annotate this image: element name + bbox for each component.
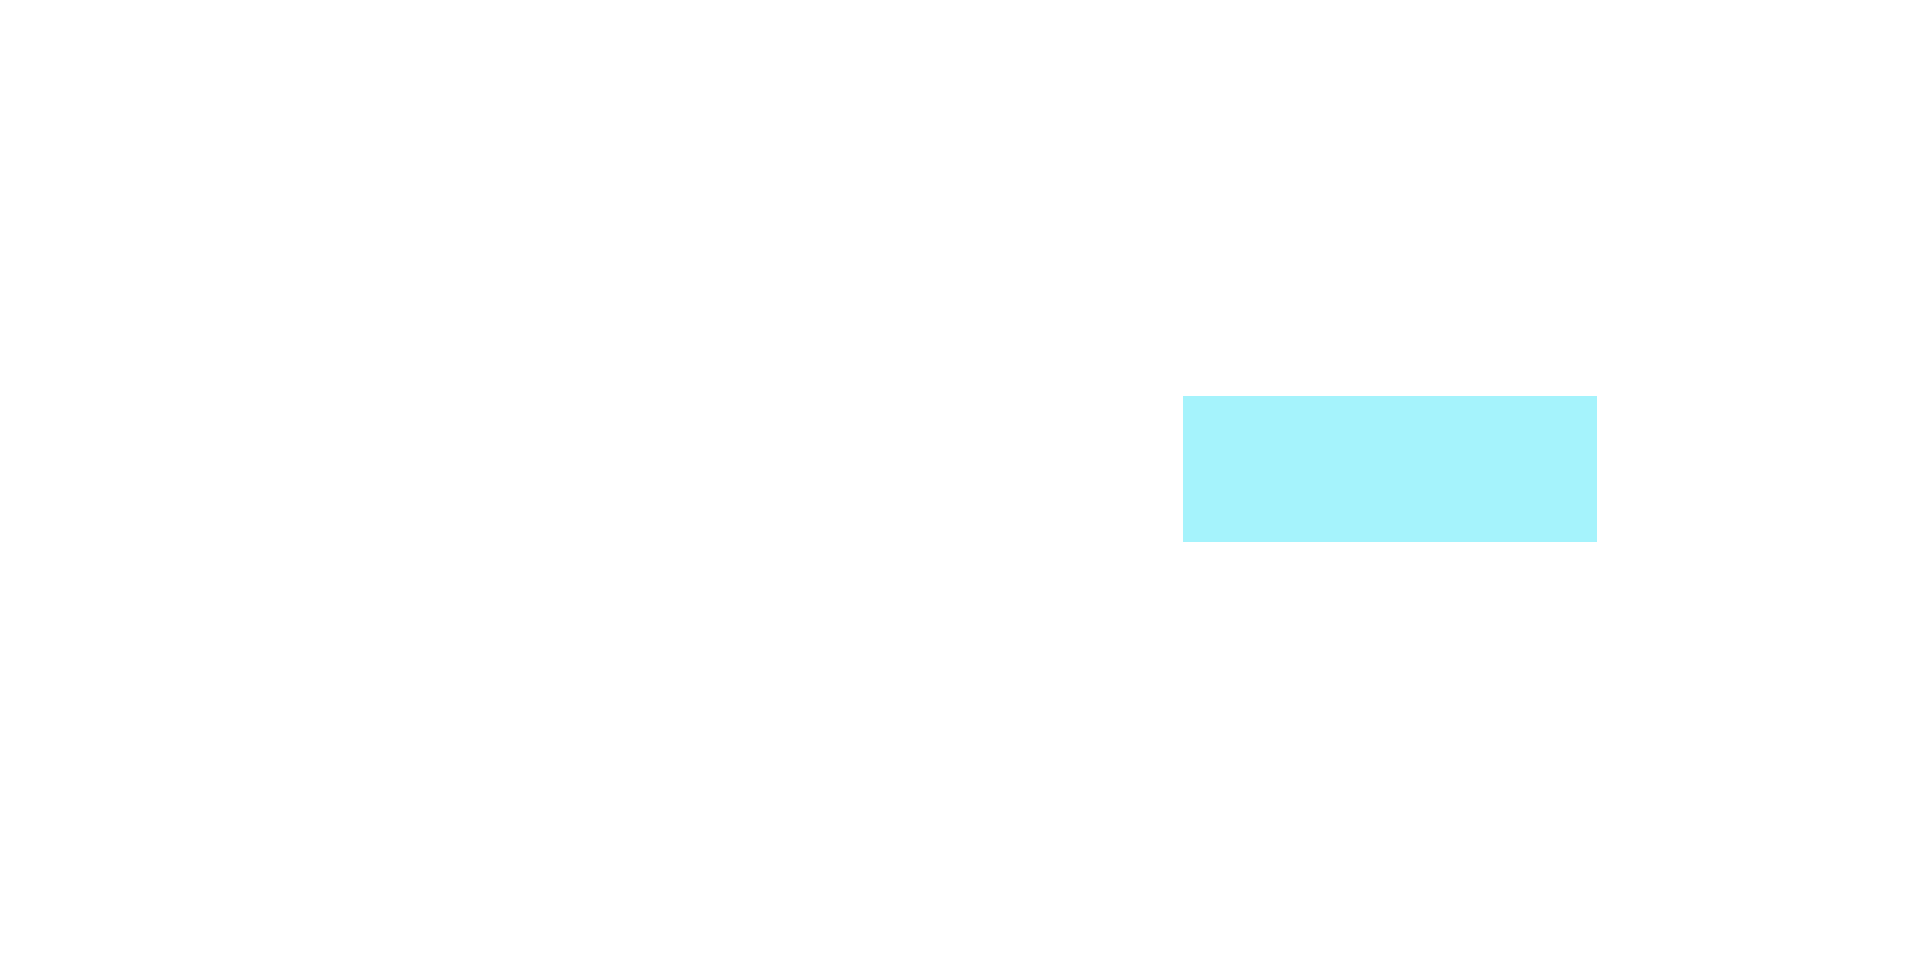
highlight-rectangle <box>1183 396 1597 542</box>
